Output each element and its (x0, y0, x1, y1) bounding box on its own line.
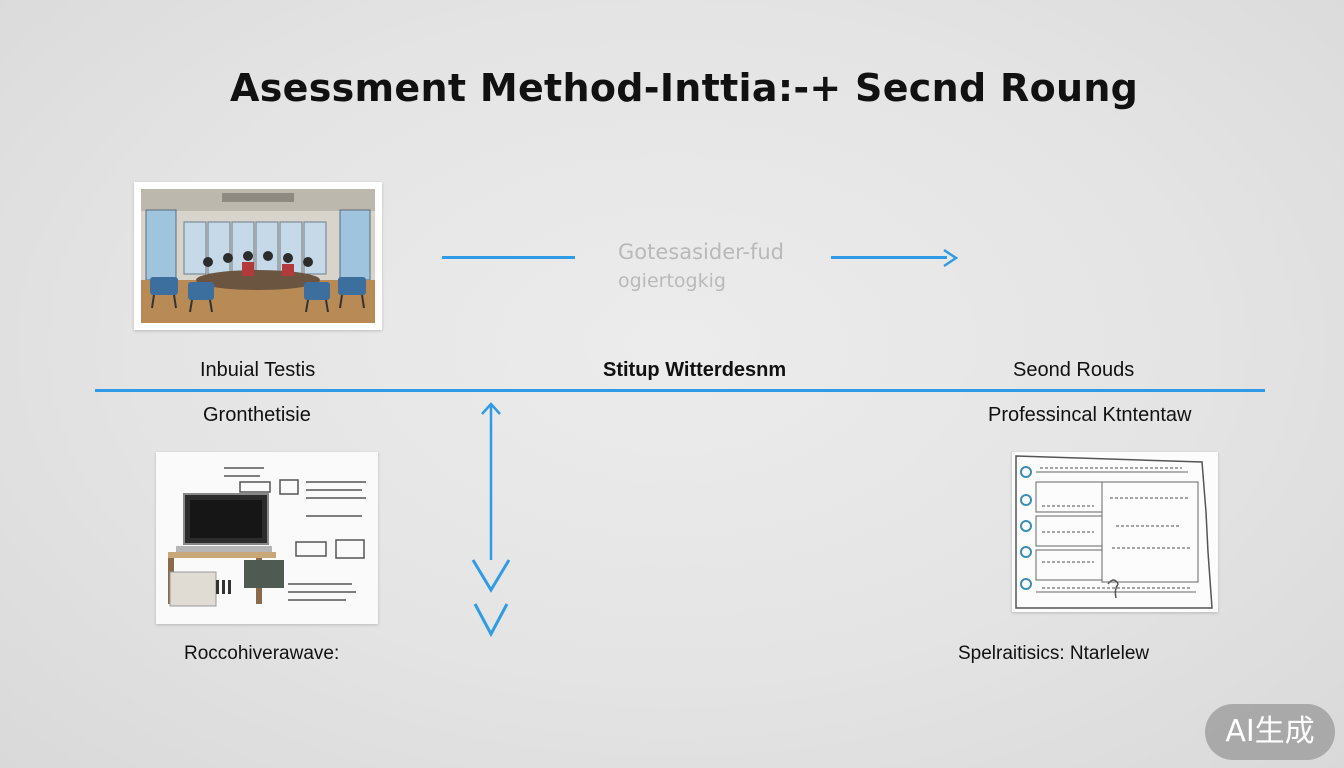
computer-workstation-image (156, 452, 378, 624)
main-timeline-line (95, 389, 1265, 392)
stage-sublabel-right: Professincal Ktntentaw (988, 404, 1192, 426)
connector-arrow-right (831, 256, 947, 259)
diagram-title: Asessment Method-Inttia:-+ Secnd Roung (230, 66, 1139, 110)
meeting-room-illustration (141, 189, 375, 323)
arrowhead-right-icon (943, 248, 959, 268)
stage-sublabel-left: Gronthetisie (203, 404, 311, 426)
stage-label-middle: Stitup Witterdesnm (603, 359, 787, 381)
form-document-illustration (1012, 452, 1218, 612)
interview-form-image (1012, 452, 1218, 612)
computer-illustration (156, 452, 378, 624)
stage-label-initial: Inbuial Testis (200, 359, 316, 381)
faded-center-text-line2: ogiertogkig (618, 270, 726, 292)
meeting-room-photo (134, 182, 382, 330)
faded-center-text-line1: Gotesasider-fud (618, 240, 785, 264)
ai-generated-watermark: AI生成 (1205, 704, 1335, 760)
vertical-arrow-icon (471, 402, 511, 638)
connector-line-left (442, 256, 575, 259)
caption-left: Roccohiverawave: (184, 643, 340, 664)
caption-right: Spelraitisics: Ntarlelew (958, 643, 1150, 664)
stage-label-second-round: Seond Rouds (1013, 359, 1135, 381)
